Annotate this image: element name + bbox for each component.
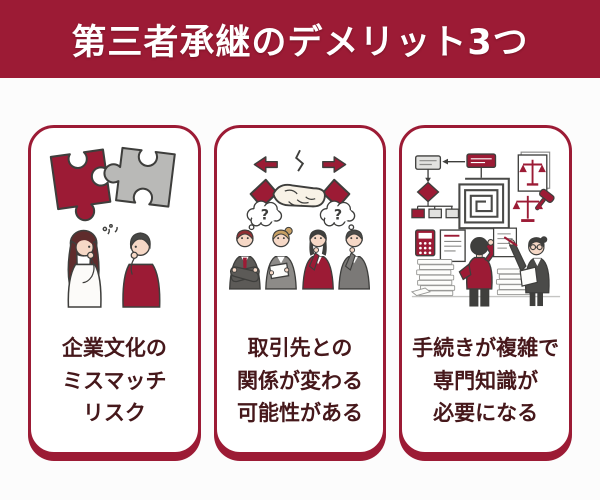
puzzle-piece-gray-icon [103,146,177,208]
card-caption: 企業文化の ミスマッチ リスク [62,332,167,430]
caption-line: 手続きが複雑で [412,336,560,361]
card-complex-procedures: 手続きが複雑で 専門知識が 必要になる [399,125,573,455]
caption-line: 専門知識が [433,368,539,393]
card-partner-relations: ? ? [213,125,387,455]
thinking-man [122,232,161,308]
caption-line: ミスマッチ [62,368,167,393]
caption-line: リスク [82,401,146,426]
legal-document-scales-icon [517,151,550,192]
handshake-break-icon [249,149,351,209]
card-culture-mismatch: 企業文化の ミスマッチ リスク [28,125,201,455]
caption-line: 可能性がある [237,401,363,426]
advisor-woman [492,227,550,307]
caption-line: 関係が変わる [237,368,363,393]
svg-text:?: ? [334,208,342,224]
puzzle-piece-red-icon [50,148,112,222]
handshake-split-illustration: ? ? [229,149,371,290]
paper-stack [410,259,455,297]
businesswoman-red-blazer [302,229,334,290]
confusion-marks [102,224,119,235]
businesswoman-with-tablet [265,226,297,290]
businessperson-crossed-arms [229,229,261,290]
page-title: 第三者承継のデメリット3つ [71,22,529,63]
businessman-thinking [338,229,371,290]
document-icon [439,229,466,263]
balance-scale-icon [512,195,543,222]
calculator-icon [414,229,436,257]
confused-man-back-view [458,237,497,307]
caption-line: 必要になる [433,401,539,426]
caption-line: 取引先との [247,336,353,361]
header-banner: 第三者承継のデメリット3つ [0,0,600,78]
caption-line: 企業文化の [61,336,167,361]
thought-bubble-icon: ? [245,200,283,234]
card-caption: 手続きが複雑で 専門知識が 必要になる [412,332,559,430]
card-caption: 取引先との 関係が変わる 可能性がある [237,332,363,430]
thinking-woman [67,229,103,308]
cards-row: 企業文化の ミスマッチ リスク [28,125,573,455]
flowchart-icon [410,153,496,219]
thought-bubble-icon: ? [319,200,358,234]
svg-text:?: ? [261,208,269,224]
maze-icon [458,177,510,230]
puzzle-mismatch-illustration [50,146,177,308]
paperwork-maze-illustration [410,151,560,307]
